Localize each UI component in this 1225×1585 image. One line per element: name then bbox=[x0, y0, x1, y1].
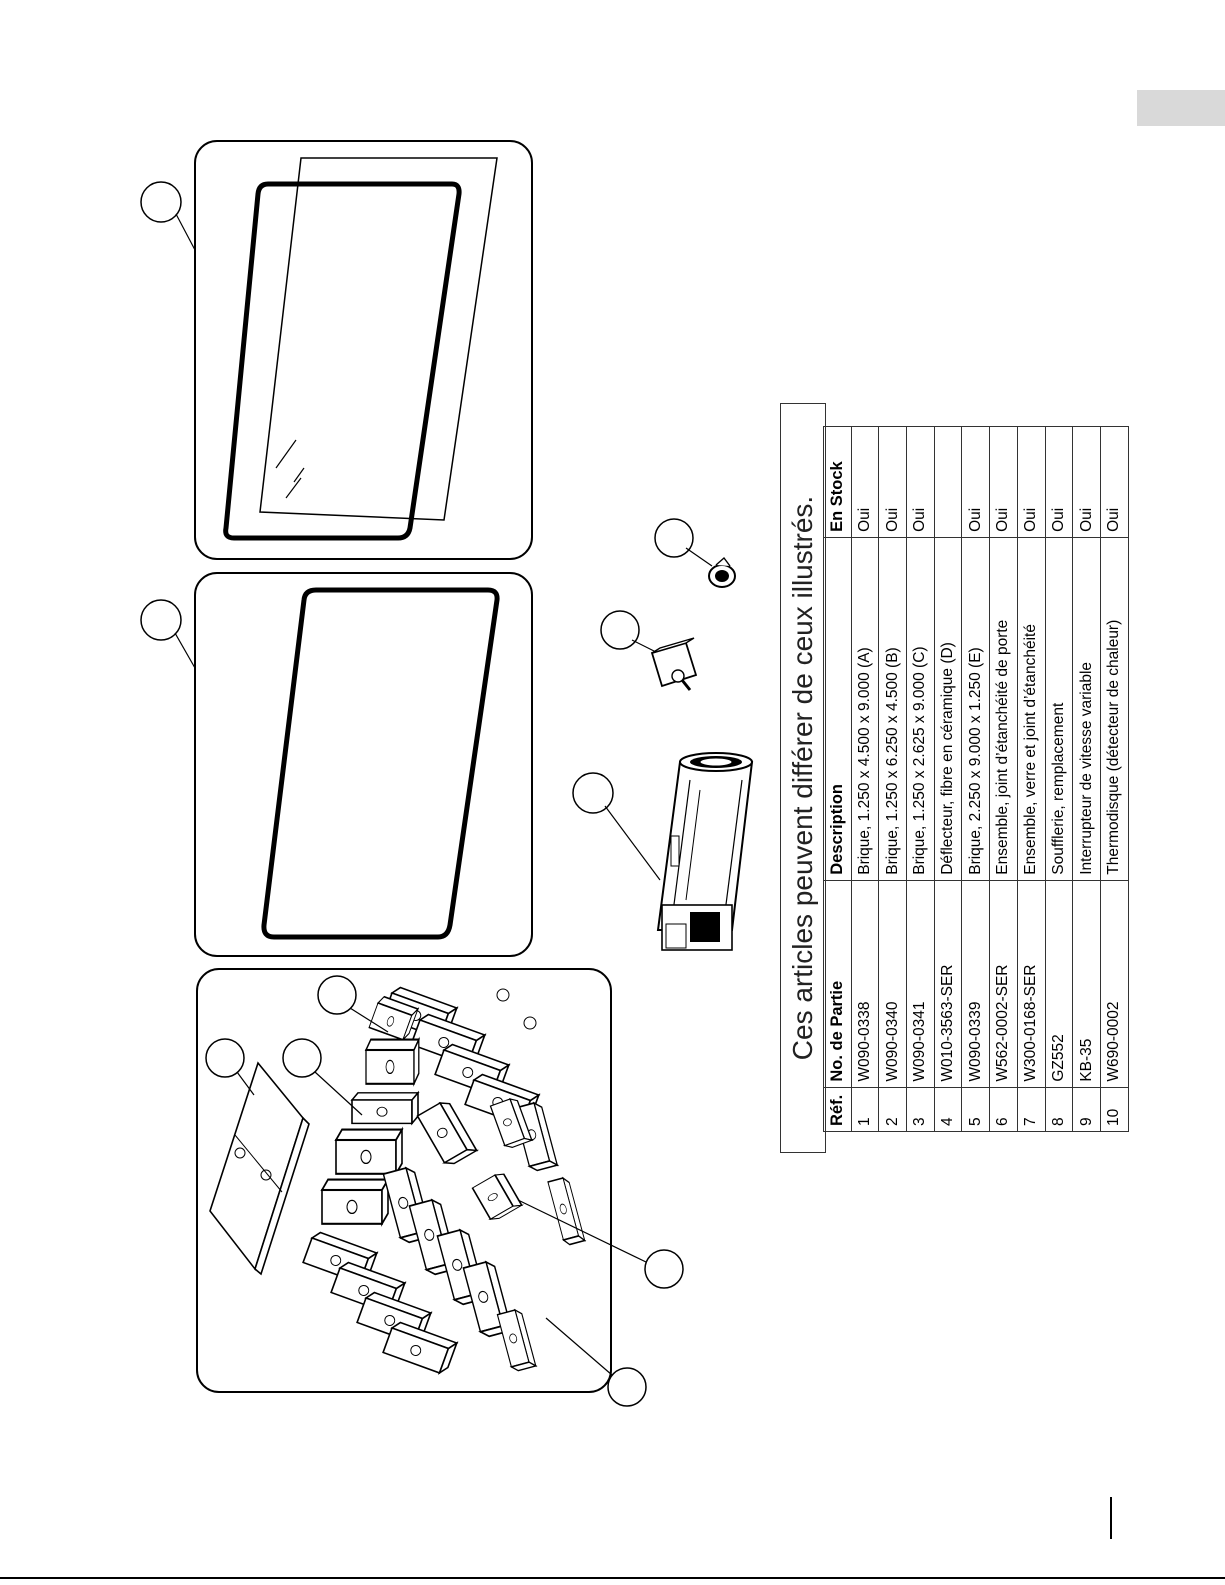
cell-stock: Oui bbox=[989, 426, 1018, 538]
table-row: 3 W090-0341 Brique, 1.250 x 2.625 x 9.00… bbox=[906, 426, 935, 1132]
cell-stock: Oui bbox=[851, 426, 879, 538]
cell-description: Ensemble, joint d’étanchéité de porte bbox=[989, 537, 1018, 881]
parts-table: Réf. No. de Partie Description En Stock … bbox=[823, 426, 1129, 1132]
cell-description: Brique, 2.250 x 9.000 x 1.250 (E) bbox=[961, 537, 990, 881]
cell-description: Déflecteur, fibre en céramique (D) bbox=[934, 537, 962, 881]
cell-part: W090-0340 bbox=[878, 880, 907, 1088]
table-row: 7 W300-0168-SER Ensemble, verre et joint… bbox=[1017, 426, 1045, 1132]
callout-circle bbox=[600, 610, 640, 650]
cell-part: W010-3563-SER bbox=[934, 880, 962, 1088]
cell-stock: Oui bbox=[1072, 426, 1101, 538]
cell-stock: Oui bbox=[1017, 426, 1045, 538]
callout-circle bbox=[140, 181, 182, 223]
table-row: 9 KB-35 Interrupteur de vitesse variable… bbox=[1072, 426, 1101, 1132]
cell-description: Brique, 1.250 x 4.500 x 9.000 (A) bbox=[851, 537, 879, 881]
cell-part: W090-0339 bbox=[961, 880, 990, 1088]
callout-circle bbox=[205, 1038, 245, 1078]
table-row: 1 W090-0338 Brique, 1.250 x 4.500 x 9.00… bbox=[851, 426, 879, 1132]
cell-description: Thermodisque (détecteur de chaleur) bbox=[1100, 537, 1129, 881]
callout-circle bbox=[282, 1038, 322, 1078]
table-header-row: Réf. No. de Partie Description En Stock bbox=[823, 426, 852, 1132]
bottom-rule bbox=[0, 1577, 1225, 1579]
cell-description: Ensemble, verre et joint d’étanchéité bbox=[1017, 537, 1045, 881]
cell-ref: 2 bbox=[878, 1087, 907, 1132]
header-in-stock: En Stock bbox=[823, 426, 852, 538]
table-row: 5 W090-0339 Brique, 2.250 x 9.000 x 1.25… bbox=[961, 426, 990, 1132]
gasket-panel bbox=[194, 572, 533, 957]
table-row: 8 GZ552 Soufflerie, remplacement Oui bbox=[1045, 426, 1073, 1132]
cell-ref: 6 bbox=[989, 1087, 1018, 1132]
cell-description: Brique, 1.250 x 6.250 x 4.500 (B) bbox=[878, 537, 907, 881]
glass-panel bbox=[194, 140, 533, 560]
cell-stock: Oui bbox=[1045, 426, 1073, 538]
cell-part: W090-0338 bbox=[851, 880, 879, 1088]
cell-part: KB-35 bbox=[1072, 880, 1101, 1088]
cell-ref: 1 bbox=[851, 1087, 879, 1132]
cell-ref: 9 bbox=[1072, 1087, 1101, 1132]
cell-stock: Oui bbox=[961, 426, 990, 538]
callout-circle bbox=[654, 518, 694, 558]
bricks-panel bbox=[196, 968, 612, 1393]
blower-illustration bbox=[656, 752, 754, 951]
cell-part: W300-0168-SER bbox=[1017, 880, 1045, 1088]
callout-circle bbox=[317, 975, 357, 1015]
page-marker bbox=[1110, 1497, 1112, 1539]
cell-stock: Oui bbox=[878, 426, 907, 538]
cell-description: Brique, 1.250 x 2.625 x 9.000 (C) bbox=[906, 537, 935, 881]
cell-part: W090-0341 bbox=[906, 880, 935, 1088]
header-description: Description bbox=[823, 537, 852, 881]
cell-ref: 3 bbox=[906, 1087, 935, 1132]
cell-description: Interrupteur de vitesse variable bbox=[1072, 537, 1101, 881]
cell-stock: Oui bbox=[1100, 426, 1129, 538]
section-tab bbox=[1137, 90, 1225, 126]
table-row: 2 W090-0340 Brique, 1.250 x 6.250 x 4.50… bbox=[878, 426, 907, 1132]
callout-circle bbox=[644, 1249, 684, 1289]
cell-part: W690-0002 bbox=[1100, 880, 1129, 1088]
callout-circle bbox=[140, 599, 182, 641]
cell-part: W562-0002-SER bbox=[989, 880, 1018, 1088]
callout-circle bbox=[572, 772, 614, 814]
table-row: 10 W690-0002 Thermodisque (détecteur de … bbox=[1100, 426, 1129, 1132]
cell-stock: Oui bbox=[906, 426, 935, 538]
cell-description: Soufflerie, remplacement bbox=[1045, 537, 1073, 881]
speed-switch-illustration bbox=[650, 637, 698, 691]
cell-part: GZ552 bbox=[1045, 880, 1073, 1088]
table-row: 6 W562-0002-SER Ensemble, joint d’étanch… bbox=[989, 426, 1018, 1132]
cell-ref: 8 bbox=[1045, 1087, 1073, 1132]
cell-ref: 5 bbox=[961, 1087, 990, 1132]
header-part-number: No. de Partie bbox=[823, 880, 852, 1088]
thermodisc-illustration bbox=[708, 556, 736, 588]
callout-circle bbox=[607, 1367, 647, 1407]
cell-ref: 7 bbox=[1017, 1087, 1045, 1132]
parts-caption: Ces articles peuvent différer de ceux il… bbox=[780, 403, 826, 1153]
cell-ref: 4 bbox=[934, 1087, 962, 1132]
header-ref: Réf. bbox=[823, 1087, 852, 1132]
cell-ref: 10 bbox=[1100, 1087, 1129, 1132]
cell-stock bbox=[934, 426, 962, 538]
table-row: 4 W010-3563-SER Déflecteur, fibre en cér… bbox=[934, 426, 962, 1132]
